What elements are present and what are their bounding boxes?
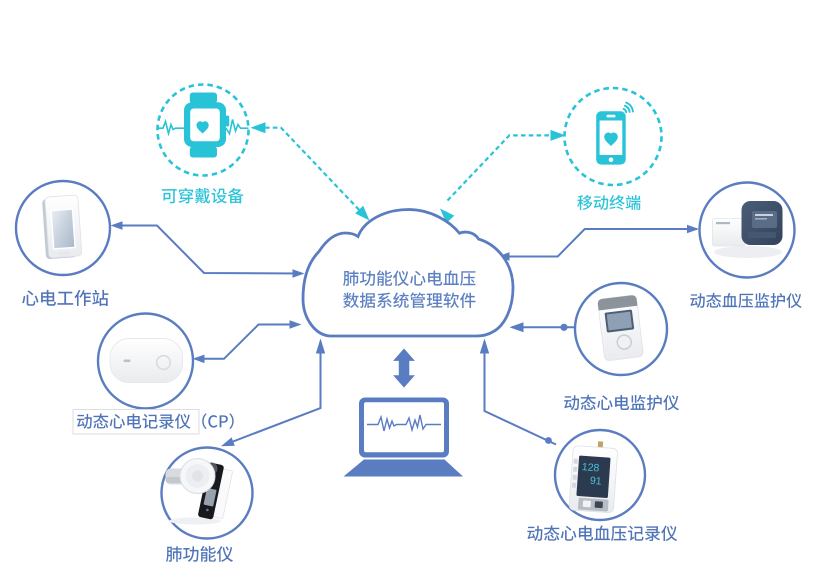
svg-text:91: 91 bbox=[590, 475, 603, 488]
svg-text:128: 128 bbox=[581, 461, 599, 474]
